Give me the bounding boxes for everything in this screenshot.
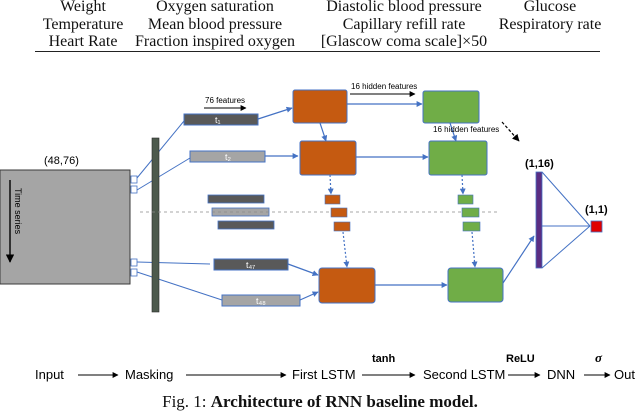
timestep-label: t₄₈ — [256, 296, 266, 306]
output-link — [541, 225, 591, 269]
second-lstm-cell — [462, 221, 481, 232]
table-cell: Capillary refill rate — [342, 16, 466, 33]
table-row: Heart Rate Fraction inspired oxygen [Gla… — [0, 33, 640, 51]
timestep-bar — [221, 294, 301, 307]
dense-layer — [535, 171, 543, 269]
recurrent-link — [449, 122, 458, 142]
first-lstm-cell — [318, 267, 376, 304]
first-lstm-cell — [330, 207, 348, 218]
pipeline-stage: Masking — [125, 367, 173, 382]
table-cell: Diastolic blood pressure — [326, 0, 482, 15]
first-lstm-cell — [299, 140, 357, 176]
input-link — [136, 261, 211, 265]
table-cell: Mean blood pressure — [147, 16, 283, 33]
input-shape-label: (48,76) — [44, 155, 79, 167]
first-lstm-cell — [333, 221, 351, 232]
first-lstm-cell — [324, 194, 341, 205]
table-cell: Heart Rate — [48, 33, 118, 50]
output-node — [590, 220, 603, 233]
table-cell: Oxygen saturation — [156, 0, 274, 15]
input-connector — [130, 175, 138, 184]
timestep-bar — [217, 220, 275, 230]
pipeline-stage: First LSTM — [292, 367, 356, 382]
table-bottom-rule — [35, 51, 600, 52]
hidden-features-label: 16 hidden features — [433, 125, 499, 134]
caption-title: Architecture of RNN baseline model. — [210, 392, 478, 411]
masking-layer — [151, 137, 160, 313]
first-lstm-cell — [292, 89, 348, 124]
second-lstm-cell — [461, 207, 480, 218]
output-shape-label: (1,1) — [585, 204, 608, 216]
input-matrix — [0, 169, 131, 285]
feature-table: Weight Oxygen saturation Diastolic blood… — [0, 0, 640, 56]
recurrent-link — [342, 231, 350, 268]
second-lstm-cell — [422, 90, 480, 124]
caption-prefix: Fig. 1: — [162, 392, 211, 411]
hidden-features-arrow — [501, 121, 520, 142]
pipeline-stage: Second LSTM — [423, 367, 505, 382]
table-cell: Temperature — [42, 16, 124, 33]
second-lstm-cell — [447, 267, 504, 303]
timestep-bar — [183, 113, 259, 126]
second-lstm-cell — [457, 194, 474, 205]
figure-caption: Fig. 1: Architecture of RNN baseline mod… — [0, 392, 640, 412]
input-link — [136, 120, 185, 179]
timestep-link — [299, 291, 319, 301]
timestep-label: t₁ — [215, 115, 221, 125]
architecture-figure: (48,76) Time series t₁ t₂ t₄₇ t₄₈ 76 fea… — [0, 82, 635, 382]
recurrent-link — [459, 174, 466, 195]
pipeline-stage: DNN — [547, 367, 575, 382]
pipeline-stage: Out — [614, 367, 635, 382]
input-link — [136, 157, 191, 191]
timestep-label: t₄₇ — [246, 260, 255, 270]
input-connector — [130, 185, 138, 194]
table-row: Weight Oxygen saturation Diastolic blood… — [0, 0, 640, 16]
activation-label: σ — [595, 350, 603, 365]
activation-label: tanh — [372, 353, 396, 365]
recurrent-link — [327, 174, 334, 195]
output-link — [541, 171, 591, 227]
table-cell: Fraction inspired oxygen — [135, 33, 295, 50]
hidden-features-label: 16 hidden features — [351, 82, 417, 91]
time-series-label: Time series — [13, 188, 23, 235]
recurrent-link — [319, 122, 328, 142]
input-connector — [130, 268, 138, 277]
table-cell: Weight — [60, 0, 106, 15]
table-cell: [Glascow coma scale]×50 — [320, 33, 488, 50]
activation-label: ReLU — [506, 353, 535, 365]
features-label: 76 features — [205, 96, 245, 105]
table-cell: Respiratory rate — [498, 16, 602, 33]
timestep-label: t₂ — [225, 152, 232, 162]
table-row: Temperature Mean blood pressure Capillar… — [0, 16, 640, 34]
timestep-link — [287, 263, 319, 276]
second-lstm-cell — [428, 140, 488, 176]
timestep-bar — [207, 194, 265, 204]
recurrent-link — [471, 231, 478, 268]
dense-shape-label: (1,16) — [525, 158, 554, 170]
input-link — [136, 271, 223, 301]
input-connector — [130, 258, 138, 267]
dense-link — [502, 235, 535, 284]
pipeline-stage: Input — [35, 367, 64, 382]
table-cell: Glucose — [523, 0, 577, 15]
timestep-link — [257, 106, 293, 120]
